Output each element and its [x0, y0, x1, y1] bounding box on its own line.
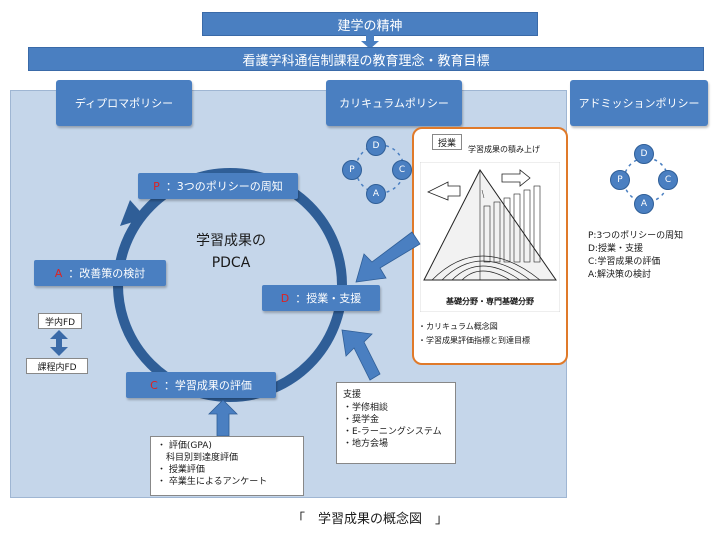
- support-box: 支援 ・学修相談 ・奨学金 ・E-ラーニングシステム ・地方会場: [336, 382, 456, 464]
- admission-legend-item: C:学習成果の評価: [588, 257, 661, 267]
- support-item: ・学修相談: [343, 403, 389, 413]
- mini-pdca-p: P: [342, 160, 362, 180]
- internal-fd-label: 学内FD: [38, 313, 82, 329]
- curriculum-pyramid-diagram: [420, 162, 560, 312]
- stage-c: C ：学習成果の評価: [126, 372, 276, 398]
- mini-pdca-a: A: [366, 184, 386, 204]
- curriculum-base-label: 基礎分野・専門基礎分野: [446, 297, 534, 306]
- admission-legend: P:3つのポリシーの周知 D:授業・支援 C:学習成果の評価 A:解決策の検討: [588, 230, 716, 282]
- support-item: ・E-ラーニングシステム: [343, 427, 442, 437]
- founding-spirit-bar: 建学の精神: [202, 12, 538, 36]
- admission-legend-item: D:授業・支援: [588, 244, 643, 254]
- evaluation-item: 科目別到達度評価: [157, 453, 239, 463]
- stage-c-label: ：学習成果の評価: [163, 379, 252, 392]
- evaluation-item: ・ 卒業生によるアンケート: [157, 477, 268, 487]
- pdca-title: 学習成果の PDCA: [176, 230, 286, 274]
- cycle-arrowhead-icon: [120, 200, 146, 226]
- stage-d-letter: D: [280, 291, 290, 305]
- curriculum-policy-tab: カリキュラムポリシー: [326, 80, 462, 126]
- course-fd-label: 課程内FD: [26, 358, 88, 374]
- admission-policy-tab: アドミッションポリシー: [570, 80, 708, 126]
- stage-d-label: ：授業・支援: [295, 292, 362, 305]
- support-title: 支援: [343, 390, 362, 400]
- curriculum-note: ・カリキュラム概念図: [418, 322, 498, 331]
- header-down-arrow: [361, 35, 379, 49]
- admission-pdca-p: P: [610, 170, 630, 190]
- support-item: ・地方会場: [343, 439, 389, 449]
- support-list: ・学修相談 ・奨学金 ・E-ラーニングシステム ・地方会場: [343, 402, 449, 450]
- evaluation-box: ・ 評価(GPA) 科目別到達度評価 ・ 授業評価 ・ 卒業生によるアンケート: [150, 436, 304, 496]
- figure-caption: 「 学習成果の概念図 」: [291, 512, 448, 527]
- fd-double-arrow-icon: [50, 330, 68, 356]
- stage-c-letter: C: [150, 378, 158, 392]
- admission-pdca-d: D: [634, 144, 654, 164]
- stage-a: A ：改善策の検討: [34, 260, 166, 286]
- stage-a-label: ：改善策の検討: [68, 267, 146, 280]
- diploma-policy-tab: ディプロマポリシー: [56, 80, 192, 126]
- evaluation-up-arrow: [208, 400, 238, 436]
- mini-pdca-d: D: [366, 136, 386, 156]
- class-tab: 授業: [432, 134, 462, 150]
- mini-pdca-c: C: [392, 160, 412, 180]
- evaluation-item: ・ 評価(GPA): [157, 441, 212, 451]
- philosophy-goals-bar: 看護学科通信制課程の教育理念・教育目標: [28, 47, 704, 71]
- pdca-title-line1: 学習成果の: [196, 233, 266, 249]
- stage-p-label: ：3つのポリシーの周知: [165, 180, 283, 193]
- support-to-d-arrow: [341, 329, 381, 381]
- stage-p-letter: P: [153, 179, 160, 193]
- curriculum-notes: ・カリキュラム概念図 ・学習成果評価指標と到達目標: [418, 320, 566, 348]
- stage-d: D ：授業・支援: [262, 285, 380, 311]
- admission-legend-item: A:解決策の検討: [588, 270, 652, 280]
- curriculum-note: ・学習成果評価指標と到達目標: [418, 336, 530, 345]
- admission-pdca-c: C: [658, 170, 678, 190]
- evaluation-list: ・ 評価(GPA) 科目別到達度評価 ・ 授業評価 ・ 卒業生によるアンケート: [157, 440, 297, 488]
- stage-p: P ：3つのポリシーの周知: [138, 173, 298, 199]
- admission-pdca-a: A: [634, 194, 654, 214]
- evaluation-item: ・ 授業評価: [157, 465, 205, 475]
- admission-legend-item: P:3つのポリシーの周知: [588, 231, 684, 241]
- curriculum-to-d-arrow: [355, 231, 421, 283]
- stage-a-letter: A: [54, 266, 63, 280]
- curriculum-box-title: 学習成果の積み上げ: [468, 145, 540, 154]
- support-item: ・奨学金: [343, 415, 380, 425]
- pdca-title-line2: PDCA: [211, 255, 251, 271]
